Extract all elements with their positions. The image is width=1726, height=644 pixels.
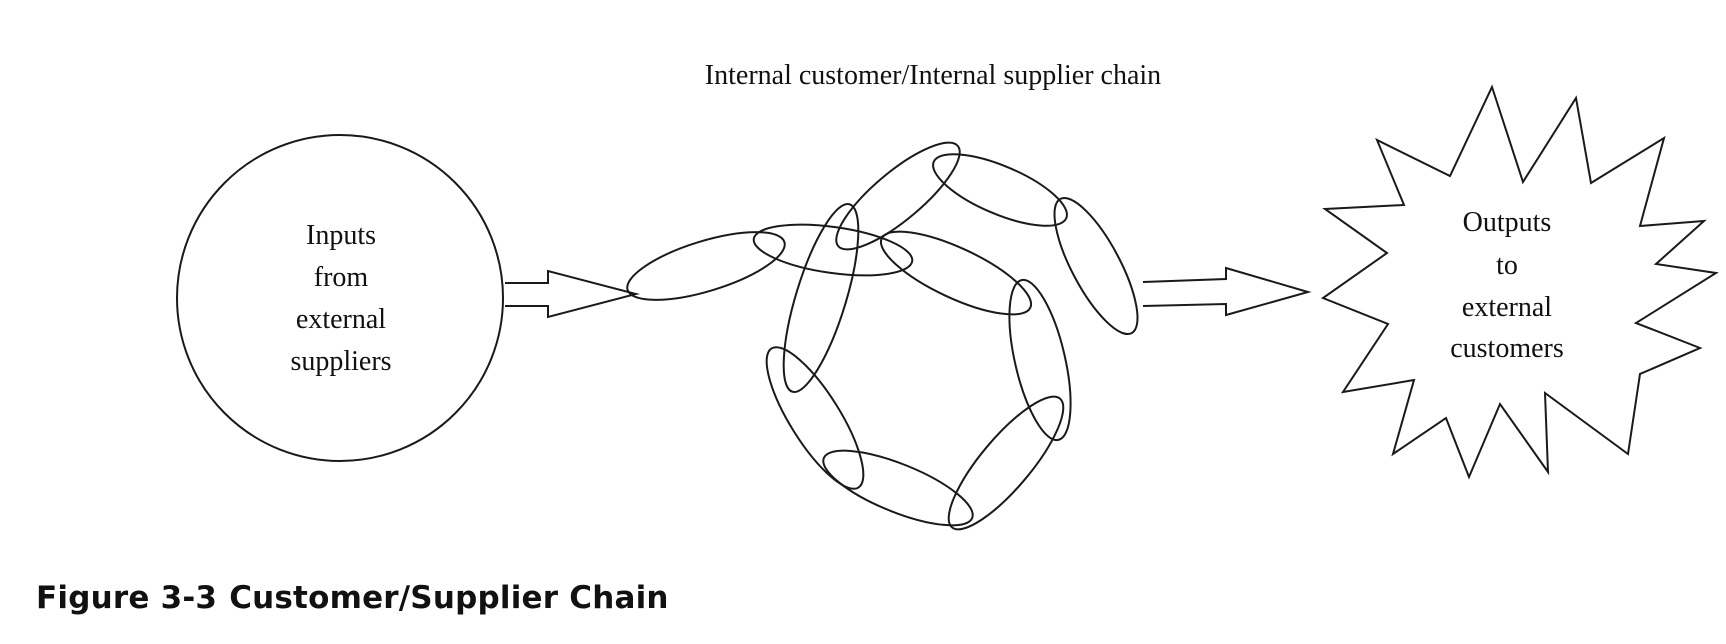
outputs-line-1: Outputs: [1463, 207, 1552, 238]
outputs-line-2: to: [1496, 250, 1518, 281]
inputs-line-4: suppliers: [290, 346, 391, 377]
chain-link: [879, 230, 1033, 316]
figure-title: Customer/Supplier Chain: [229, 580, 669, 616]
chain-link: [835, 141, 961, 251]
input-arrow: [505, 269, 640, 319]
chain-link: [932, 153, 1068, 227]
chain-link: [626, 231, 786, 301]
outputs-starburst: [1320, 84, 1719, 480]
inputs-line-2: from: [314, 262, 369, 293]
chain-link: [1008, 278, 1072, 442]
chain-link: [752, 223, 914, 277]
outputs-node: Outputs to external customers: [1320, 84, 1719, 480]
chain-link: [822, 449, 974, 527]
chain-link: [947, 395, 1065, 531]
chain-link: [782, 202, 860, 394]
inputs-node: Inputs from external suppliers: [176, 134, 504, 462]
inputs-circle: [176, 134, 504, 462]
outputs-line-3: external: [1462, 292, 1552, 323]
chain-link: [765, 346, 865, 490]
chain-label: Internal customer/Internal supplier chai…: [705, 60, 1161, 91]
output-arrow: [1142, 266, 1312, 317]
chain-links: [626, 141, 1139, 531]
inputs-line-1: Inputs: [306, 220, 376, 251]
inputs-line-3: external: [296, 304, 386, 335]
figure-caption: Figure 3-3 Customer/Supplier Chain: [36, 580, 669, 616]
chain-link: [1053, 196, 1139, 336]
figure-number: Figure 3-3: [36, 580, 218, 616]
outputs-line-4: customers: [1450, 333, 1564, 364]
